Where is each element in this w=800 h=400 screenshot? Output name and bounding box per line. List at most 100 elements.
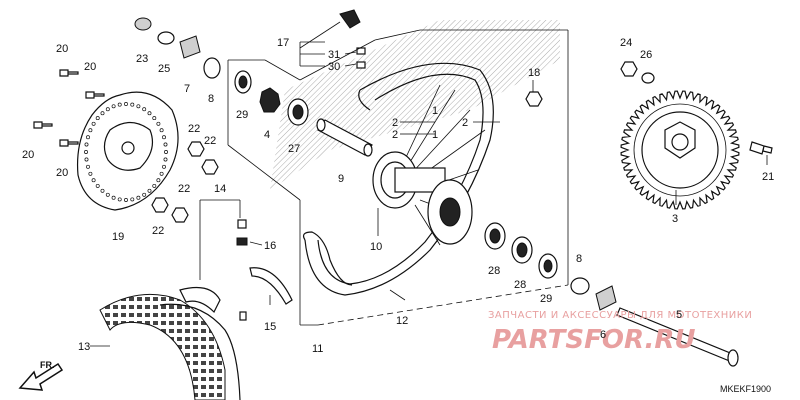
disc-hole — [152, 183, 157, 188]
callout-6: 6 — [600, 329, 606, 341]
disc-hole — [147, 111, 152, 116]
callout-24: 24 — [620, 37, 632, 49]
disc-hole — [84, 157, 89, 162]
disc-hole — [105, 107, 110, 112]
disc-hole — [111, 104, 116, 109]
disc-nut-group — [151, 141, 219, 223]
tire-valve — [339, 9, 366, 69]
disc-hole — [152, 116, 157, 121]
disc-hole — [142, 107, 147, 112]
callout-10: 10 — [370, 241, 382, 253]
callout-16: 16 — [264, 240, 276, 252]
bearings-left — [234, 70, 309, 126]
callout-31: 31 — [328, 49, 340, 61]
disc-hole — [164, 150, 168, 154]
callout-28b: 28 — [514, 279, 526, 291]
callout-7: 7 — [184, 83, 190, 95]
disc-hole — [130, 102, 135, 107]
disc-hole — [162, 164, 166, 169]
callout-3: 3 — [672, 213, 678, 225]
callout-22d: 22 — [152, 225, 164, 237]
callout-11: 11 — [312, 343, 323, 355]
disc-hole — [159, 128, 164, 133]
disc-hole — [124, 198, 128, 202]
callout-13: 13 — [78, 341, 90, 353]
disc-hole — [84, 150, 88, 154]
disc-hole — [86, 135, 90, 140]
callout-5: 5 — [676, 309, 682, 321]
disc-hole — [111, 195, 116, 200]
bearings-right — [484, 222, 558, 279]
disc-hole — [91, 178, 96, 183]
disc-hole — [156, 178, 161, 183]
callout-15: 15 — [264, 321, 276, 333]
callout-26: 26 — [640, 49, 652, 61]
callout-21: 21 — [762, 171, 774, 183]
disc-hole — [84, 142, 89, 147]
leader-lines — [90, 21, 768, 347]
callout-25: 25 — [158, 63, 170, 75]
wheel-hub — [372, 151, 473, 245]
callout-8b: 8 — [576, 253, 582, 265]
sprocket-inner-ring — [633, 103, 727, 197]
disc-hole — [124, 102, 128, 106]
direction-label: FR. — [40, 360, 55, 370]
disc-hole — [163, 142, 168, 147]
callout-28a: 28 — [488, 265, 500, 277]
callout-29b: 29 — [540, 293, 552, 305]
disc-hole — [100, 111, 105, 116]
sprocket-nut — [525, 91, 543, 107]
disc-hole — [156, 121, 161, 126]
callout-labels: 1 1 2 2 2 3 4 5 6 7 8 8 9 10 11 12 13 14… — [22, 37, 774, 355]
disc-hole — [91, 121, 96, 126]
callout-20c: 20 — [22, 149, 34, 161]
diagram-code: MKEKF1900 — [720, 384, 771, 394]
disc-hole — [147, 188, 152, 193]
callout-23: 23 — [136, 53, 148, 65]
driven-sprocket — [620, 90, 740, 210]
callout-29a: 29 — [236, 109, 248, 121]
callout-19: 19 — [112, 231, 124, 243]
disc-hole — [162, 135, 166, 140]
watermark: ЗАПЧАСТИ И АКСЕССУАРЫ ДЛЯ МОТОТЕХНИКИ PA… — [488, 310, 752, 355]
axle-assembly — [570, 277, 739, 367]
tire — [99, 293, 241, 400]
callout-9: 9 — [338, 173, 344, 185]
watermark-tagline: ЗАПЧАСТИ И АКСЕССУАРЫ ДЛЯ МОТОТЕХНИКИ — [488, 310, 752, 321]
callout-20b: 20 — [84, 61, 96, 73]
callout-27: 27 — [288, 143, 300, 155]
distance-collar — [316, 118, 373, 157]
disc-hole — [159, 171, 164, 176]
disc-hole — [136, 195, 141, 200]
disc-hole — [86, 164, 90, 169]
disc-hole — [117, 197, 122, 202]
callout-8a: 8 — [208, 93, 214, 105]
callout-20d: 20 — [56, 167, 68, 179]
watermark-brand: PARTSFOR.RU — [492, 325, 695, 355]
background-hatch — [270, 20, 560, 190]
disc-hole — [95, 183, 100, 188]
disc-hole — [100, 188, 105, 193]
callout-2a: 2 — [392, 117, 398, 129]
callout-4: 4 — [264, 129, 270, 141]
disc-hole — [88, 128, 93, 133]
rim-band-group — [179, 219, 293, 321]
disc-bolt-group — [33, 69, 105, 147]
callout-22a: 22 — [188, 123, 200, 135]
disc-hole — [88, 171, 93, 176]
disc-hole — [136, 104, 141, 109]
callout-2b: 2 — [392, 129, 398, 141]
callout-22b: 22 — [204, 135, 216, 147]
disc-hole — [142, 192, 147, 197]
callout-1a: 1 — [432, 105, 438, 117]
callout-30: 30 — [328, 61, 340, 73]
callout-18: 18 — [528, 67, 540, 79]
brake-disc — [76, 91, 179, 211]
callout-1b: 1 — [432, 129, 438, 141]
callout-12: 12 — [396, 315, 408, 327]
callout-22c: 22 — [178, 183, 190, 195]
sprocket-fasteners — [620, 61, 773, 155]
callout-17: 17 — [277, 37, 289, 49]
